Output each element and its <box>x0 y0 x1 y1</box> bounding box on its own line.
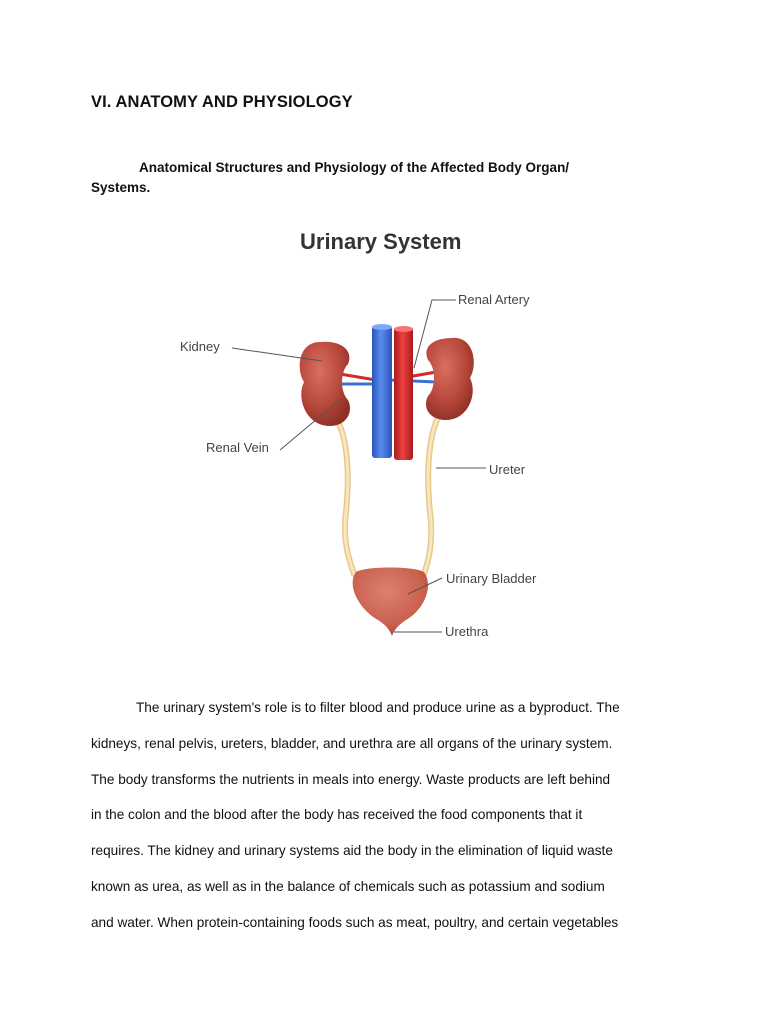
aorta-top <box>394 326 413 332</box>
aorta <box>394 328 413 460</box>
urinary-system-diagram: Urinary System <box>180 229 537 639</box>
renal-artery-leader-line <box>413 299 456 369</box>
left-kidney <box>299 341 350 426</box>
urinary-system-figure: Urinary System <box>180 222 600 652</box>
vena-cava <box>372 326 392 458</box>
left-ureter-highlight <box>330 410 356 576</box>
paragraph-line: kidneys, renal pelvis, ureters, bladder,… <box>91 735 613 751</box>
paragraph-line: and water. When protein-containing foods… <box>91 914 619 930</box>
paragraph-line: requires. The kidney and urinary systems… <box>91 843 613 859</box>
paragraph-line: The body transforms the nutrients in mea… <box>91 771 611 787</box>
paragraph-line: known as urea, as well as in the balance… <box>91 878 605 894</box>
subheading-line-2: Systems. <box>91 180 151 195</box>
urinary-bladder <box>352 567 428 636</box>
paragraph-line: in the colon and the blood after the bod… <box>91 807 583 823</box>
label-ureter: Ureter <box>489 462 526 477</box>
body-paragraph: The urinary system's role is to filter b… <box>91 690 681 941</box>
subheading: Anatomical Structures and Physiology of … <box>91 158 651 198</box>
paragraph-line: The urinary system's role is to filter b… <box>136 700 620 715</box>
label-renal-vein: Renal Vein <box>206 440 269 455</box>
label-urinary-bladder: Urinary Bladder <box>446 571 537 586</box>
left-renal-vessel-red <box>339 372 377 382</box>
renal-vein-leader-line <box>279 397 343 451</box>
right-ureter-highlight <box>422 408 444 576</box>
bladder-leader-line <box>407 577 443 595</box>
section-heading: VI. ANATOMY AND PHYSIOLOGY <box>91 93 353 111</box>
subheading-line-1: Anatomical Structures and Physiology of … <box>139 160 570 175</box>
kidney-leader-line <box>231 347 323 362</box>
label-urethra: Urethra <box>445 624 489 639</box>
label-renal-artery: Renal Artery <box>458 292 530 307</box>
vena-cava-top <box>372 324 392 330</box>
label-kidney: Kidney <box>180 339 220 354</box>
figure-title: Urinary System <box>300 229 461 254</box>
right-kidney <box>426 337 474 420</box>
